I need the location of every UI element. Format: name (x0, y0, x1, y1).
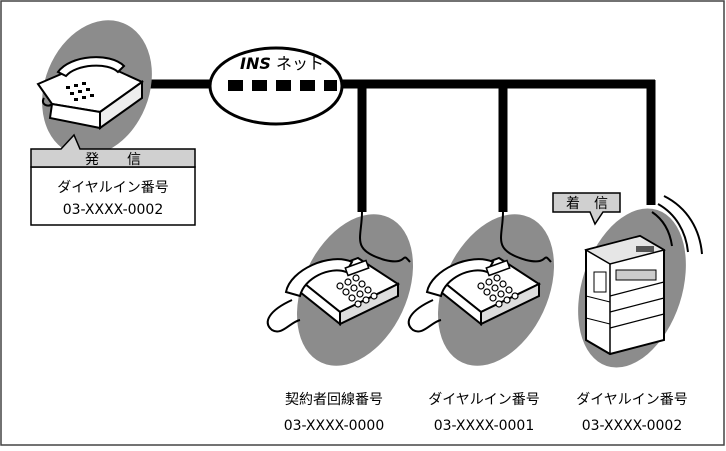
sender-tab (30, 133, 196, 168)
telephone-1 (266, 211, 414, 366)
device-1-number: 03-XXXX-0000 (284, 418, 385, 434)
sender-line-type: ダイヤルイン番号 (57, 180, 169, 196)
receiver-tab-label: 着 信 (566, 196, 608, 212)
device-captions: 契約者回線番号 03-XXXX-0000 ダイヤルイン番号 03-XXXX-00… (284, 392, 688, 434)
receiver-tab: 着 信 (552, 192, 621, 226)
ins-network-cloud: INS ネット (208, 46, 344, 126)
device-1-line-type: 契約者回線番号 (285, 392, 383, 408)
sender-tab-label: 発 信 (85, 152, 141, 168)
ringing-signal-icon (651, 195, 703, 255)
device-2-line-type: ダイヤルイン番号 (428, 392, 540, 408)
sender-box (30, 166, 196, 226)
device-3-number: 03-XXXX-0002 (582, 418, 683, 434)
device-2-number: 03-XXXX-0001 (434, 418, 535, 434)
telephone-2 (407, 211, 555, 366)
device-3-line-type: ダイヤルイン番号 (576, 392, 688, 408)
fax-machine (36, 20, 152, 156)
sender-number: 03-XXXX-0002 (63, 202, 164, 218)
multifunction-printer (578, 195, 703, 368)
network-label: INS ネット (240, 54, 324, 73)
network-dashes (228, 80, 337, 91)
sender-info: 発 信 ダイヤルイン番号 03-XXXX-0002 (30, 133, 196, 226)
